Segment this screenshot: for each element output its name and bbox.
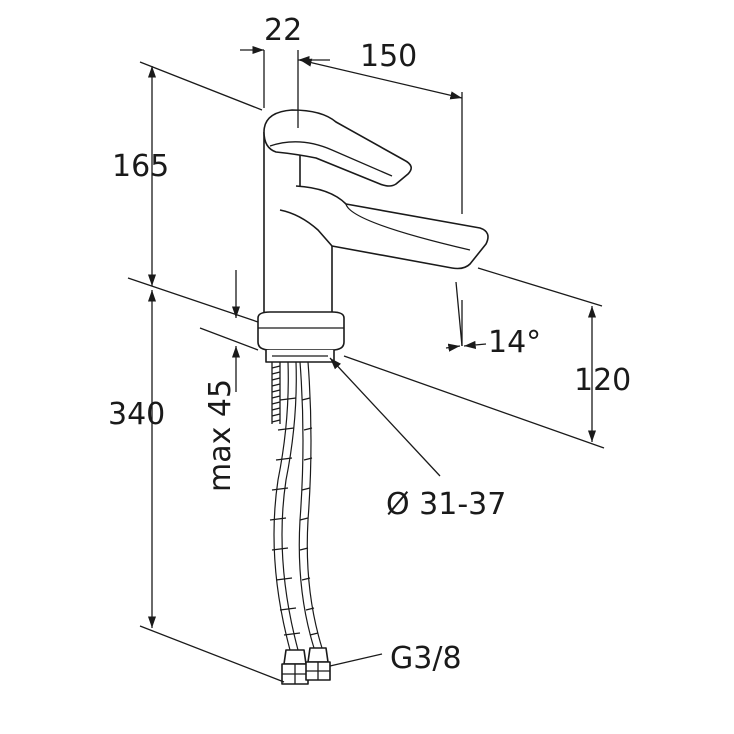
max-deck-thickness-label: max 45 bbox=[203, 379, 238, 492]
faucet-outline bbox=[257, 109, 489, 363]
leader-hole-diameter bbox=[329, 357, 441, 477]
dim-340 bbox=[139, 290, 285, 683]
nut-width-label: 22 bbox=[264, 13, 302, 48]
dim-120 bbox=[343, 267, 605, 449]
spout-clearance-label: 120 bbox=[574, 363, 631, 398]
flexible-hoses bbox=[269, 361, 323, 651]
hole-diameter-label: Ø 31-37 bbox=[386, 487, 506, 522]
dim-165 bbox=[127, 61, 263, 323]
threaded-rod bbox=[271, 362, 281, 424]
below-deck-length-label: 340 bbox=[108, 397, 165, 432]
body-height-label: 165 bbox=[112, 149, 169, 184]
hose-connectors bbox=[281, 647, 331, 685]
dim-150 bbox=[299, 58, 463, 214]
spout-angle-label: 14° bbox=[488, 325, 541, 360]
connection-thread-label: G3/8 bbox=[390, 641, 462, 676]
dim-14-deg bbox=[445, 281, 487, 352]
leader-connection-thread bbox=[329, 653, 383, 667]
spout-reach-label: 150 bbox=[360, 39, 417, 74]
dim-max-45 bbox=[199, 270, 259, 392]
